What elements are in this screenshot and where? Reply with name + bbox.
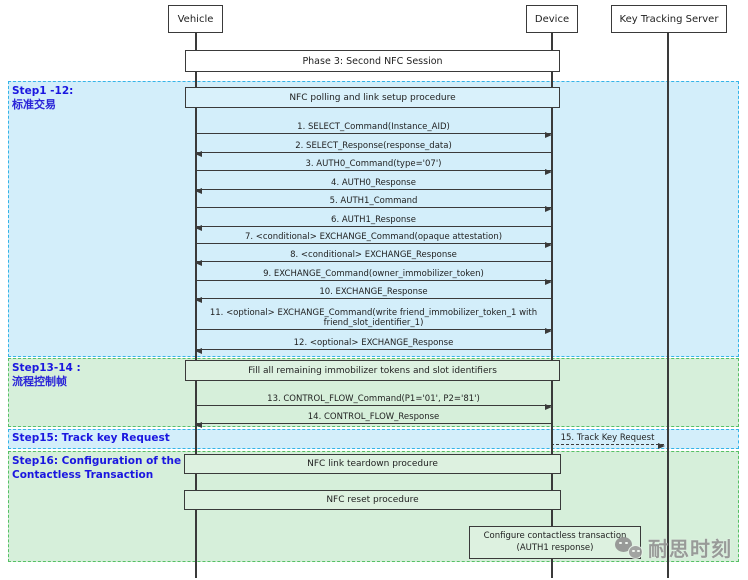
configure-line2: (AUTH1 response) <box>516 542 594 553</box>
chat-bubbles-icon <box>615 535 645 561</box>
bubble-eye <box>632 549 635 552</box>
message-15: 15. Track Key Request <box>551 428 665 449</box>
arrowhead-icon <box>195 421 202 428</box>
box-nfc-polling: NFC polling and link setup procedure <box>185 87 560 108</box>
actor-key-tracking-server: Key Tracking Server <box>611 5 727 33</box>
box-fill-tokens: Fill all remaining immobilizer tokens an… <box>185 360 560 381</box>
region-title: Step13-14 : <box>12 362 81 374</box>
message-label: 12. <optional> EXCHANGE_Response <box>293 337 454 348</box>
message-label: 2. SELECT_Response(response_data) <box>295 140 452 151</box>
chat-bubble-large <box>615 536 632 552</box>
vehicle-lifeline <box>195 33 197 578</box>
message-7: 7. <conditional> EXCHANGE_Command(opaque… <box>196 227 552 248</box>
region-step15-label: Step15: Track key Request <box>12 431 170 445</box>
arrowhead-icon <box>195 224 202 231</box>
actor-vehicle: Vehicle <box>168 5 223 33</box>
message-9: 9. EXCHANGE_Command(owner_immobilizer_to… <box>196 264 552 285</box>
message-12: 12. <optional> EXCHANGE_Response <box>195 333 551 354</box>
arrowhead-icon <box>195 296 202 303</box>
actor-device: Device <box>526 5 578 33</box>
message-2: 2. SELECT_Response(response_data) <box>195 136 551 157</box>
watermark: 耐思时刻 <box>615 533 732 562</box>
arrowhead-icon <box>545 403 552 410</box>
bubble-eye <box>637 549 640 552</box>
arrowhead-icon <box>195 150 202 157</box>
arrowhead-icon <box>195 259 202 266</box>
arrowhead-icon <box>195 347 202 354</box>
region-title: Step15: Track key Request <box>12 432 170 444</box>
message-11: 11. <optional> EXCHANGE_Command(write fr… <box>196 302 552 334</box>
message-6: 6. AUTH1_Response <box>195 210 551 231</box>
arrowhead-icon <box>658 442 665 449</box>
arrowhead-icon <box>545 131 552 138</box>
message-label: 8. <conditional> EXCHANGE_Response <box>290 249 457 260</box>
region-subtitle: 标准交易 <box>12 98 56 112</box>
message-label: 5. AUTH1_Command <box>329 195 418 206</box>
box-nfc-teardown: NFC link teardown procedure <box>184 454 561 474</box>
message-14: 14. CONTROL_FLOW_Response <box>195 407 551 428</box>
message-label: 15. Track Key Request <box>560 432 655 443</box>
device-lifeline <box>551 33 553 578</box>
region-title: Step1 -12: <box>12 85 74 97</box>
arrowhead-icon <box>545 205 552 212</box>
region-subtitle: Contactless Transaction <box>12 469 154 482</box>
arrowhead-icon <box>545 278 552 285</box>
message-label: 3. AUTH0_Command(type='07') <box>305 158 442 169</box>
message-label: 4. AUTH0_Response <box>331 177 416 188</box>
region-step16-label: Step16: Configuration of the Contactless… <box>12 454 181 482</box>
message-13: 13. CONTROL_FLOW_Command(P1='01', P2='81… <box>196 389 552 410</box>
message-8: 8. <conditional> EXCHANGE_Response <box>195 245 551 266</box>
box-configure-contactless: Configure contactless transaction (AUTH1… <box>469 526 641 559</box>
configure-line1: Configure contactless transaction <box>483 531 627 542</box>
chat-bubble-small <box>628 544 643 559</box>
arrowhead-icon <box>545 327 552 334</box>
phase-banner: Phase 3: Second NFC Session <box>185 50 560 72</box>
bubble-eye <box>625 541 628 544</box>
region-step1-12-label: Step1 -12: 标准交易 <box>12 84 73 113</box>
bubble-eye <box>619 541 622 544</box>
key-tracking-server-lifeline <box>667 33 669 578</box>
message-10: 10. EXCHANGE_Response <box>195 282 551 303</box>
message-label: 9. EXCHANGE_Command(owner_immobilizer_to… <box>263 268 484 279</box>
message-label: 14. CONTROL_FLOW_Response <box>307 411 440 422</box>
message-label: 6. AUTH1_Response <box>331 214 416 225</box>
box-nfc-reset: NFC reset procedure <box>184 490 561 510</box>
region-step1-12 <box>8 81 739 357</box>
message-1: 1. SELECT_Command(Instance_AID) <box>196 117 552 138</box>
message-4: 4. AUTH0_Response <box>195 173 551 194</box>
message-5: 5. AUTH1_Command <box>196 191 552 212</box>
message-label: 13. CONTROL_FLOW_Command(P1='01', P2='81… <box>267 393 480 404</box>
region-title: Step16: Configuration of the <box>12 455 182 467</box>
watermark-text: 耐思时刻 <box>648 537 732 561</box>
region-step13-14-label: Step13-14 : 流程控制帧 <box>12 361 81 390</box>
message-label: 7. <conditional> EXCHANGE_Command(opaque… <box>244 231 503 242</box>
message-label: 11. <optional> EXCHANGE_Command(write fr… <box>209 307 538 328</box>
message-label: 1. SELECT_Command(Instance_AID) <box>297 121 450 132</box>
region-subtitle: 流程控制帧 <box>12 375 67 389</box>
arrowhead-icon <box>545 168 552 175</box>
arrowhead-icon <box>545 241 552 248</box>
arrowhead-icon <box>195 187 202 194</box>
message-3: 3. AUTH0_Command(type='07') <box>196 154 552 175</box>
message-label: 10. EXCHANGE_Response <box>319 286 428 297</box>
